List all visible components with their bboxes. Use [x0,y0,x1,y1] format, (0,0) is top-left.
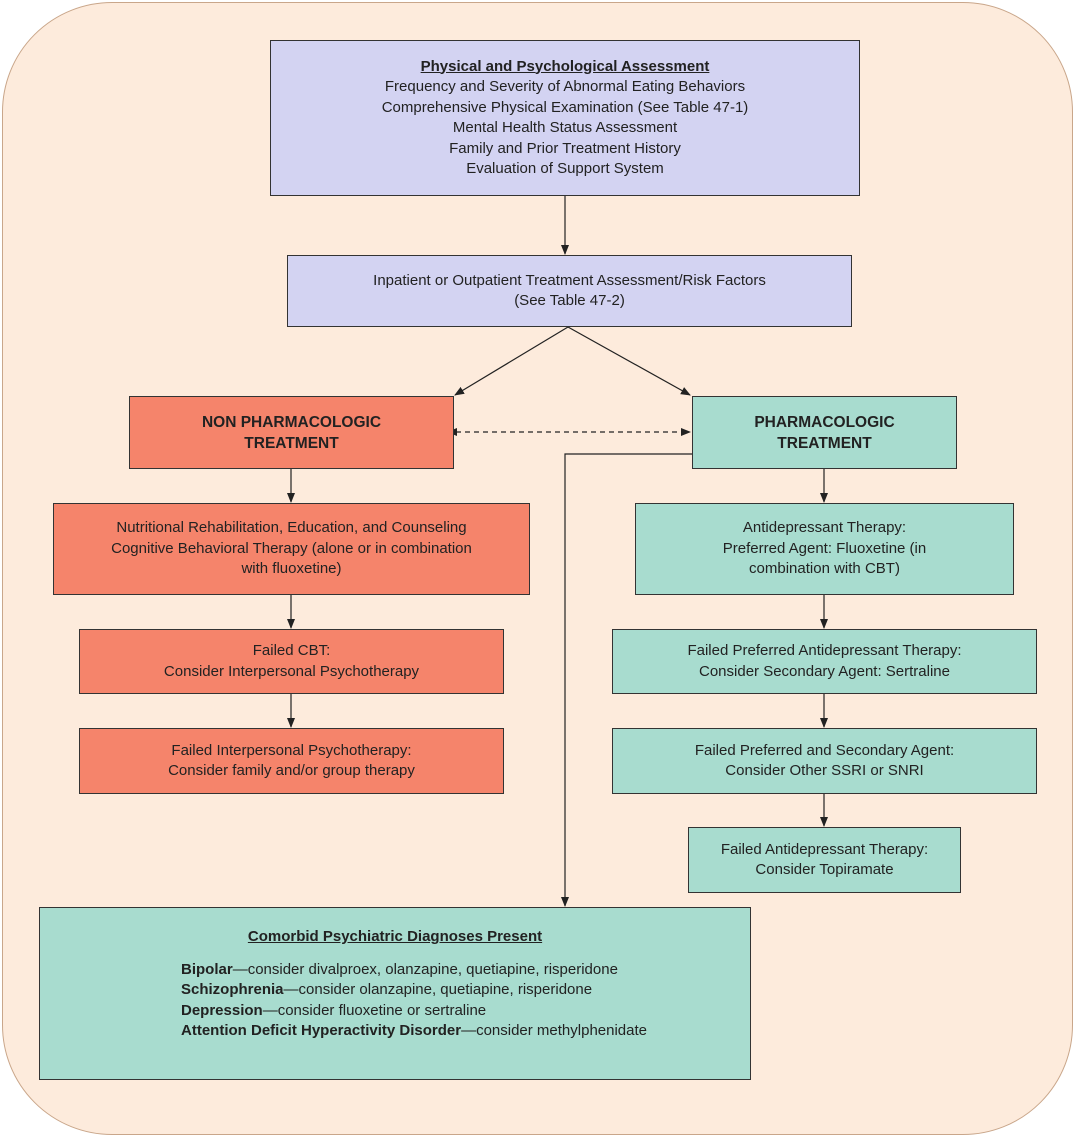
assessment-line: Evaluation of Support System [466,160,664,177]
pharm-step1-line: combination with CBT) [749,560,900,578]
risk-line: (See Table 47-2) [514,292,625,309]
assessment-line: Frequency and Severity of Abnormal Eatin… [384,78,746,95]
diagnosis-recommendation: —consider fluoxetine or sertraline [262,1001,487,1019]
diagnosis-recommendation: —consider methylphenidate [461,1022,648,1039]
nonpharm-step3-box: Failed Interpersonal Psychotherapy: Cons… [79,728,504,794]
nonpharmacologic-header-box: NON PHARMACOLOGIC TREATMENT [129,396,454,469]
pharm-step4-line: Failed Antidepressant Therapy: [720,840,929,858]
nonpharm-step2-line: Consider Interpersonal Psychotherapy [163,662,420,680]
nonpharm-step3-line: Consider family and/or group therapy [168,762,415,779]
comorbid-item: Schizophrenia—consider olanzapine, queti… [181,980,647,1001]
comorbid-list: Bipolar—consider divalproex, olanzapine,… [181,960,647,1042]
nonpharm-step1-line: Cognitive Behavioral Therapy (alone or i… [111,539,472,557]
pharm-step2-line: Consider Secondary Agent: Sertraline [699,662,950,680]
comorbid-item: Attention Deficit Hyperactivity Disorder… [181,1021,647,1042]
pharmacologic-header-box: PHARMACOLOGIC TREATMENT [692,396,957,469]
pharm-step3-line: Consider Other SSRI or SNRI [725,762,924,779]
pharm-step4-box: Failed Antidepressant Therapy: Consider … [688,827,961,893]
pharm-step2-line: Failed Preferred Antidepressant Therapy: [687,642,962,659]
nonpharm-header-line: TREATMENT [244,434,339,452]
diagnosis-name: Bipolar [181,960,233,978]
risk-line: Inpatient or Outpatient Treatment Assess… [373,271,766,289]
pharm-step1-box: Antidepressant Therapy: Preferred Agent:… [635,503,1014,595]
pharm-header-line: TREATMENT [777,434,872,452]
assessment-line: Mental Health Status Assessment [452,119,678,136]
comorbid-diagnoses-box: Comorbid Psychiatric Diagnoses Present B… [39,907,751,1080]
pharm-step1-line: Preferred Agent: Fluoxetine (in [722,539,927,557]
nonpharm-step2-box: Failed CBT: Consider Interpersonal Psych… [79,629,504,694]
nonpharm-step1-line: Nutritional Rehabilitation, Education, a… [116,519,467,537]
pharm-header-line: PHARMACOLOGIC [754,413,895,431]
nonpharm-step1-line: with fluoxetine) [241,560,342,578]
assessment-line: Family and Prior Treatment History [449,139,681,157]
diagnosis-name: Depression [181,1001,263,1019]
arrow-pharm-to-comorbid [561,453,692,907]
assessment-box: Physical and Psychological Assessment Fr… [270,40,860,196]
nonpharm-header-line: NON PHARMACOLOGIC [201,413,382,431]
diagnosis-name: Attention Deficit Hyperactivity Disorder [181,1022,462,1039]
pharm-step4-line: Consider Topiramate [755,861,894,878]
assessment-line: Comprehensive Physical Examination (See … [381,98,749,116]
pharm-step3-line: Failed Preferred and Secondary Agent: [694,741,955,759]
diagnosis-name: Schizophrenia [181,981,284,998]
diagnosis-recommendation: —consider olanzapine, quetiapine, risper… [283,981,593,998]
comorbid-item: Depression—consider fluoxetine or sertra… [181,1001,647,1022]
diagnosis-recommendation: —consider divalproex, olanzapine, quetia… [232,960,618,978]
comorbid-item: Bipolar—consider divalproex, olanzapine,… [181,960,647,981]
pharm-step2-box: Failed Preferred Antidepressant Therapy:… [612,629,1037,694]
arrow-risk-to-pharm [567,326,691,396]
nonpharm-step3-line: Failed Interpersonal Psychotherapy: [171,741,412,759]
comorbid-title: Comorbid Psychiatric Diagnoses Present [247,928,543,945]
assessment-title: Physical and Psychological Assessment [420,57,710,75]
risk-assessment-box: Inpatient or Outpatient Treatment Assess… [287,255,852,327]
pharm-step3-box: Failed Preferred and Secondary Agent: Co… [612,728,1037,794]
nonpharm-step2-line: Failed CBT: [252,642,331,659]
pharm-step1-line: Antidepressant Therapy: [742,519,907,537]
nonpharm-step1-box: Nutritional Rehabilitation, Education, a… [53,503,530,595]
arrow-risk-to-nonpharm [454,326,569,396]
